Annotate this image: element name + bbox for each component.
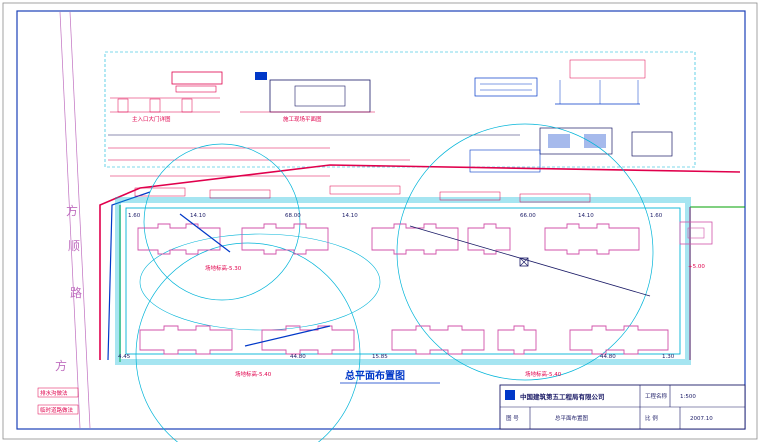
dim-top-5: 66.00 — [520, 213, 536, 219]
road-char-2: 顺 — [68, 239, 80, 253]
buildings-top-row — [137, 223, 640, 255]
tb-sheet-name: 总平面布置图 — [555, 414, 589, 422]
building-t2 — [241, 223, 329, 255]
dim-top-7: 1.60 — [650, 213, 663, 219]
drawing-title: 总平面布置图 — [345, 369, 405, 382]
drainage-detail — [469, 127, 673, 173]
dim-top: 1.60 14.10 68.00 14.10 66.00 14.10 1.60 — [128, 213, 663, 219]
building-b5 — [569, 325, 669, 355]
building-b3 — [391, 325, 485, 355]
facility-labels-top — [134, 185, 591, 203]
building-b1 — [139, 325, 233, 355]
dim-bottom-3: 15.85 — [372, 354, 388, 360]
dim-top-4: 14.10 — [342, 213, 358, 219]
dim-bottom-2: 44.80 — [290, 354, 306, 360]
building-t5 — [544, 223, 640, 255]
elev-left: 场地标高-5.30 — [205, 264, 242, 272]
upper-dim-row — [108, 134, 520, 177]
outer-border — [2, 2, 758, 440]
road-char-4: 方 — [55, 358, 67, 373]
tb-cell-b: 比 例 — [645, 414, 658, 422]
tb-date: 2007.10 — [690, 416, 713, 422]
dim-bottom-1: 4.45 — [118, 354, 131, 360]
site-label: 施工现场平面图 — [283, 115, 322, 123]
elev-right: +5.00 — [688, 264, 705, 270]
dim-top-3: 68.00 — [285, 213, 301, 219]
detail-zone — [104, 51, 696, 168]
east-gate — [679, 221, 713, 245]
road-name-label: 方 顺 路 方 — [55, 203, 82, 373]
site-boundaries — [99, 164, 745, 362]
crane-circle-1 — [143, 143, 301, 301]
site-wall-outer — [115, 197, 691, 365]
buildings-bottom-row — [139, 325, 669, 355]
tb-project: 工程名称 — [645, 392, 668, 400]
crane-radius-circles — [135, 123, 654, 446]
legend-left-1: 排水沟做法 — [40, 389, 68, 397]
building-b2 — [261, 325, 355, 355]
crane-circle-3 — [396, 123, 654, 381]
dim-top-2: 14.10 — [190, 213, 206, 219]
title-block: 中国建筑第五工程局有限公司 工程名称 1:500 图 号 总平面布置图 比 例 … — [499, 384, 746, 430]
site-office-detail: 施工现场平面图 — [240, 72, 375, 123]
road-char-3: 路 — [70, 285, 82, 300]
crane-circle-2 — [135, 242, 361, 446]
tb-cell-a: 图 号 — [506, 414, 519, 422]
fence-detail — [474, 59, 646, 105]
building-t3 — [371, 223, 459, 255]
dim-top-6: 14.10 — [578, 213, 594, 219]
building-b4 — [497, 325, 537, 355]
dim-bottom-4: 44.80 — [600, 354, 616, 360]
elev-bottom-left: 场地标高-5.40 — [235, 370, 272, 378]
tb-company: 中国建筑第五工程局有限公司 — [520, 392, 605, 401]
dim-bottom-5: 1.30 — [662, 354, 675, 360]
sheet-frame — [16, 10, 746, 430]
site-wall-inner — [125, 207, 681, 355]
dim-top-1: 1.60 — [128, 213, 141, 219]
road-char-1: 方 — [66, 203, 78, 218]
legend-left-2: 临时道路做法 — [40, 406, 74, 414]
tb-scale: 1:500 — [680, 394, 696, 400]
crane-booms — [179, 213, 651, 347]
gate-label: 主入口大门详图 — [132, 115, 171, 123]
gate-detail: 主入口大门详图 — [110, 71, 223, 123]
elev-bottom-right: 场地标高-5.40 — [525, 370, 562, 378]
dim-bottom: 4.45 44.80 15.85 44.80 1.30 — [118, 354, 675, 360]
building-t4 — [467, 223, 511, 255]
crane-ellipse — [139, 233, 381, 331]
road-lines — [59, 11, 91, 429]
legend-left: 排水沟做法 临时道路做法 — [37, 387, 79, 415]
building-t1 — [137, 223, 221, 255]
